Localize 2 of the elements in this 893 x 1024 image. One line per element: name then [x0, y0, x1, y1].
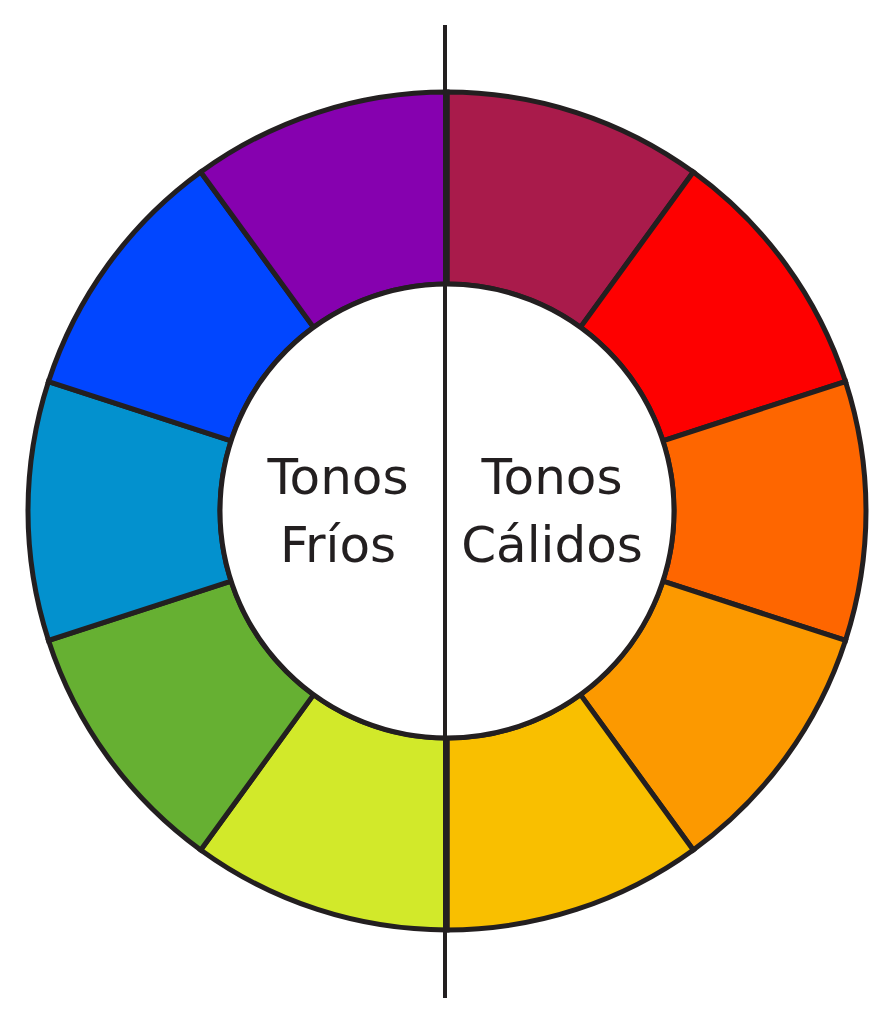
text-label: Tonos Cálidos	[460, 447, 644, 576]
text-label: Tonos Fríos	[266, 447, 410, 576]
